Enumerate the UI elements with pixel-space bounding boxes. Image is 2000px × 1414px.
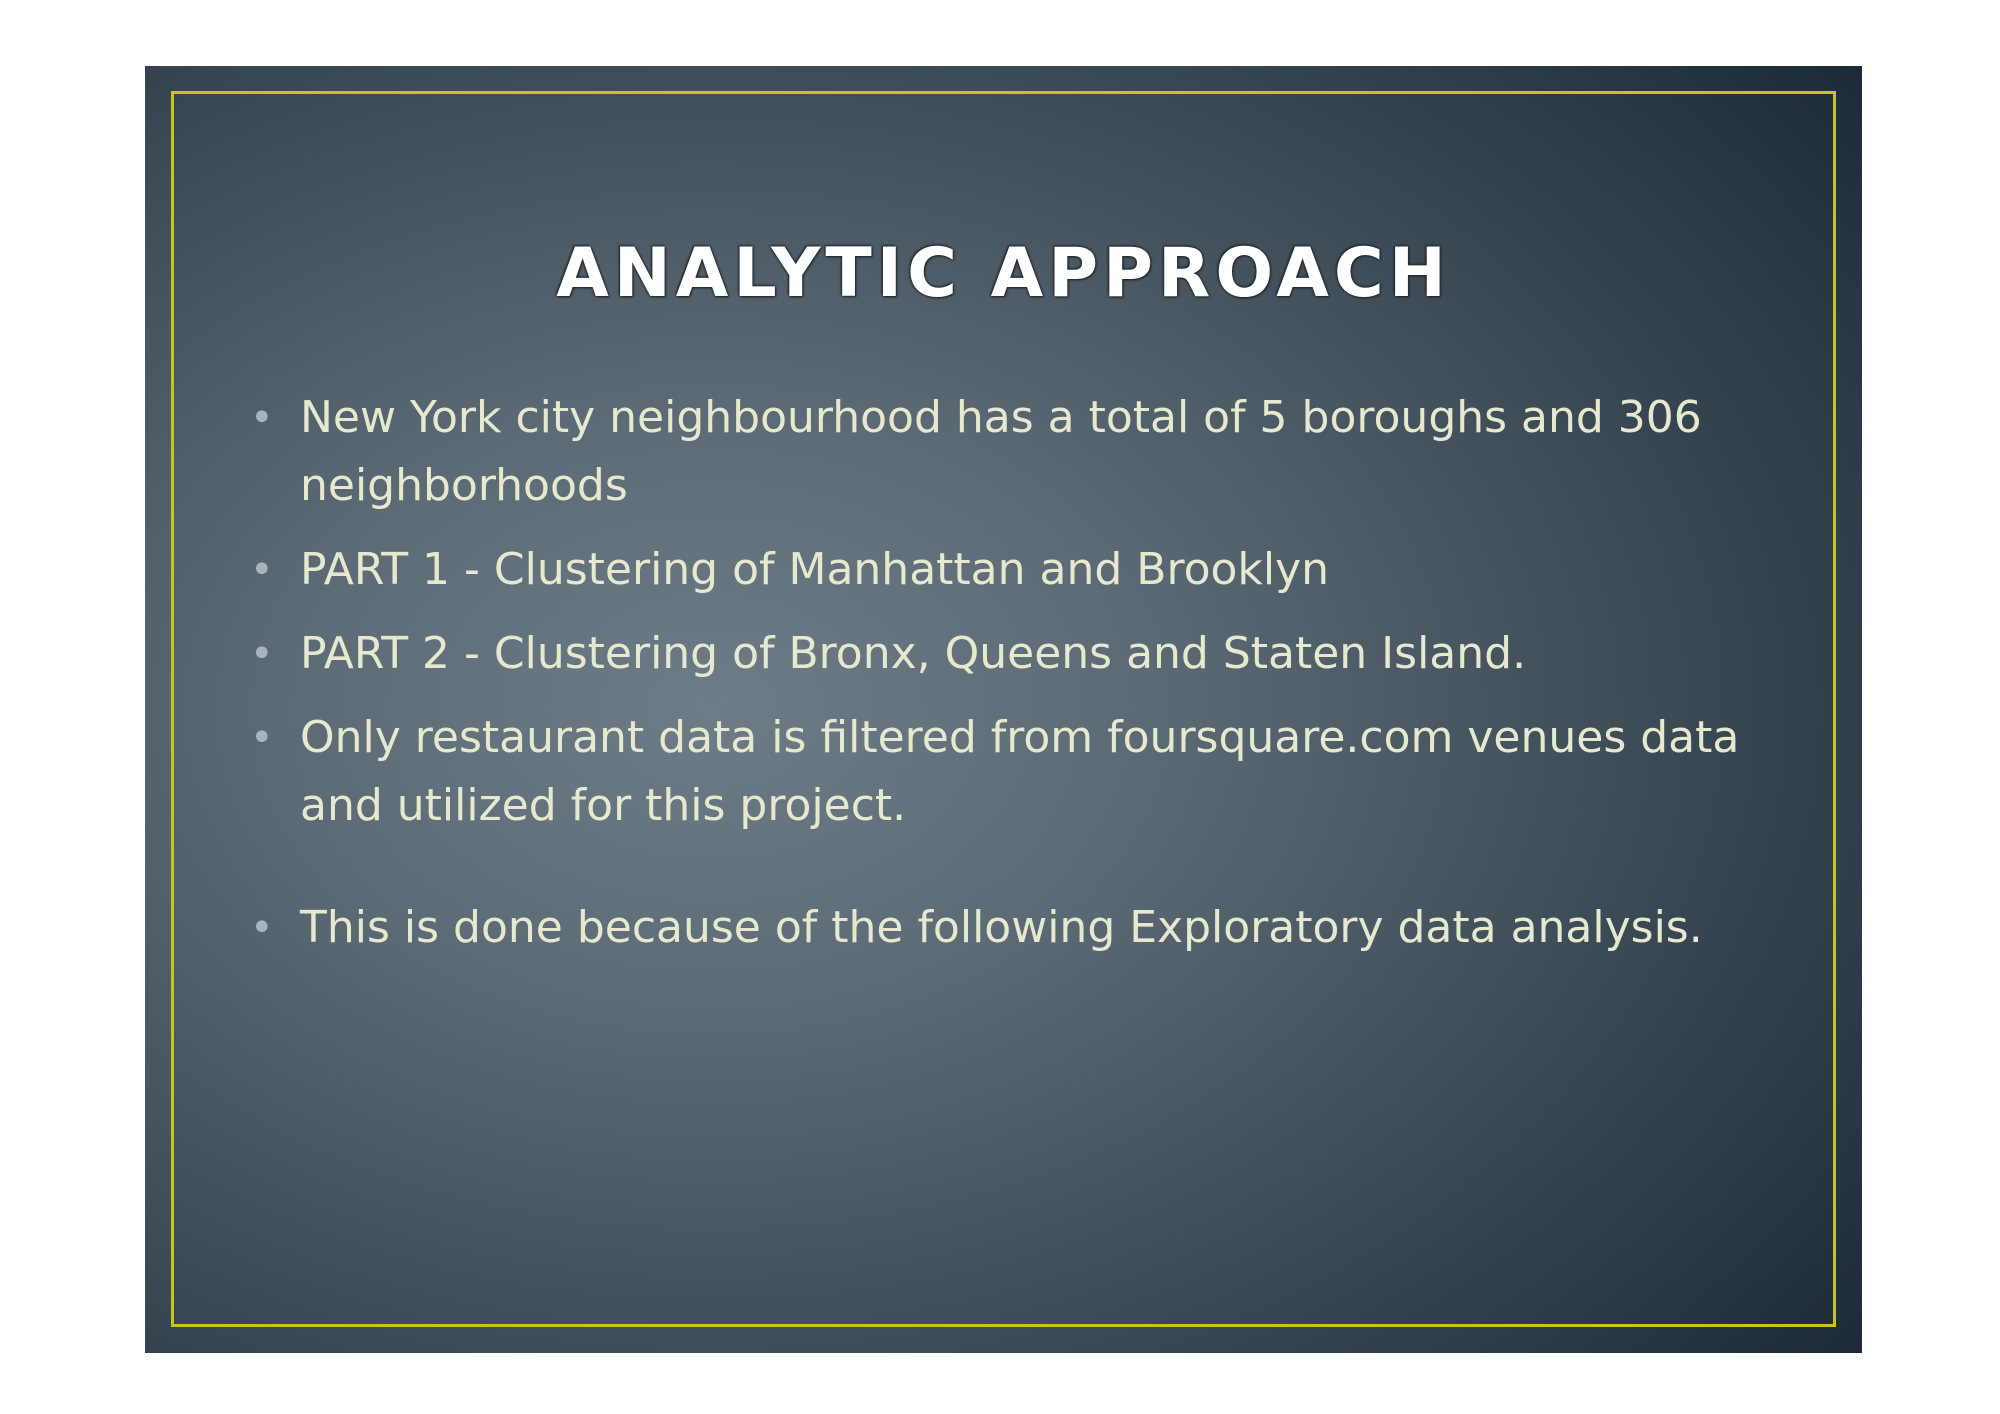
slide-frame (171, 91, 1836, 1327)
bullet-item: • PART 1 - Clustering of Manhattan and B… (250, 536, 1770, 604)
bullet-text: New York city neighbourhood has a total … (300, 392, 1702, 511)
bullet-dot-icon: • (250, 905, 274, 951)
bullet-item: • New York city neighbourhood has a tota… (250, 384, 1770, 520)
bullet-dot-icon: • (250, 631, 274, 677)
bullet-item: • Only restaurant data is filtered from … (250, 704, 1770, 840)
bullet-text: PART 1 - Clustering of Manhattan and Bro… (300, 544, 1330, 595)
bullet-text: PART 2 - Clustering of Bronx, Queens and… (300, 628, 1527, 679)
bullet-text: This is done because of the following Ex… (300, 902, 1703, 953)
bullet-dot-icon: • (250, 395, 274, 441)
bullet-item: • PART 2 - Clustering of Bronx, Queens a… (250, 620, 1770, 688)
slide-title: ANALYTIC APPROACH (556, 234, 1451, 313)
bullet-text: Only restaurant data is filtered from fo… (300, 712, 1740, 831)
bullet-item: • This is done because of the following … (250, 894, 1770, 962)
bullet-dot-icon: • (250, 547, 274, 593)
bullet-dot-icon: • (250, 715, 274, 761)
slide: ANALYTIC APPROACH • New York city neighb… (145, 66, 1862, 1353)
bullet-list: • New York city neighbourhood has a tota… (250, 384, 1770, 978)
